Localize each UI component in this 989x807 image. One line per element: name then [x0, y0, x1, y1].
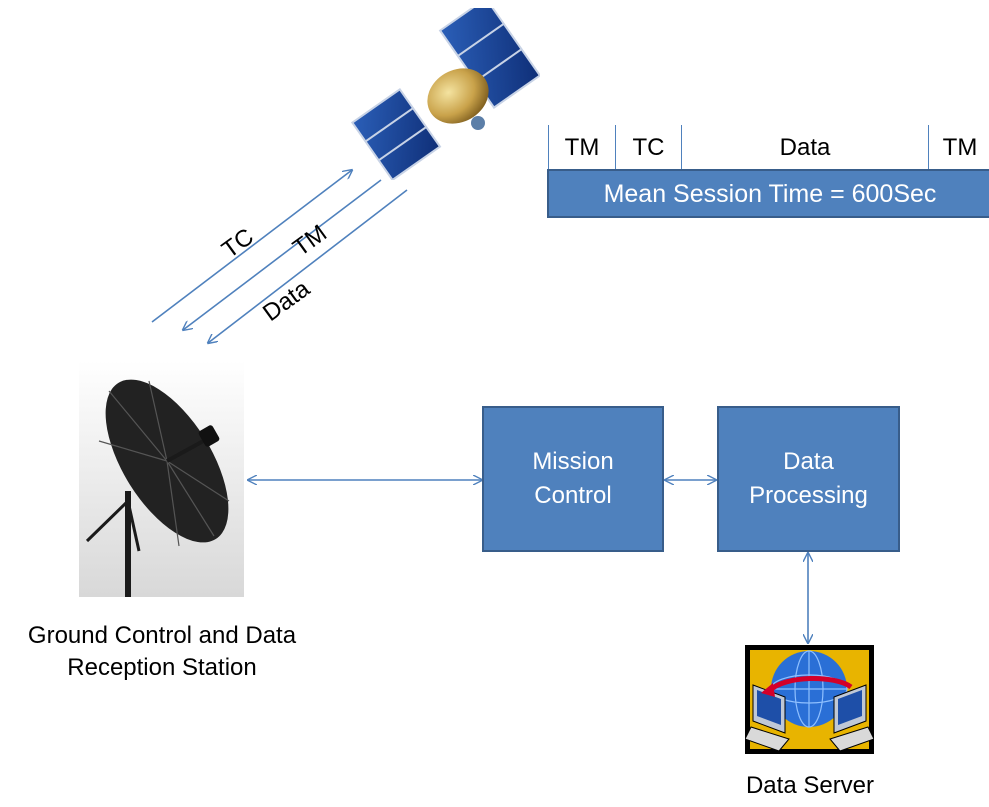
- data-link-arrow: [208, 189, 408, 343]
- session-segment-tm-end: TM: [942, 134, 978, 161]
- mission-control-line1: Mission: [532, 448, 614, 475]
- session-time-label: Mean Session Time = 600Sec: [603, 179, 937, 208]
- satellite-icon: [350, 8, 540, 180]
- ground-station-caption: Ground Control and Data Reception Statio…: [0, 620, 324, 684]
- data-processing-line2: Processing: [749, 482, 868, 509]
- data-server-icon: [745, 645, 874, 754]
- session-time-bar: Mean Session Time = 600Sec: [547, 169, 989, 218]
- data-processing-box: Data Processing: [717, 406, 900, 552]
- data-processing-line1: Data: [783, 448, 834, 475]
- data-server-caption: Data Server: [745, 772, 875, 799]
- ground-station-caption-line2: Reception Station: [67, 654, 257, 681]
- satellite-dish-icon: [79, 361, 244, 597]
- tm-link-arrow: [183, 179, 382, 330]
- session-divider: [928, 125, 929, 169]
- session-divider: [615, 125, 616, 169]
- session-segment-tm: TM: [564, 134, 600, 161]
- session-divider: [681, 125, 682, 169]
- session-segment-data: Data: [779, 134, 831, 161]
- mission-control-line2: Control: [534, 482, 612, 509]
- mission-control-box: Mission Control: [482, 406, 664, 552]
- tc-link-arrow: [151, 170, 352, 323]
- session-segment-tc: TC: [632, 134, 665, 161]
- session-divider: [548, 125, 549, 169]
- ground-station-caption-line1: Ground Control and Data: [27, 622, 297, 649]
